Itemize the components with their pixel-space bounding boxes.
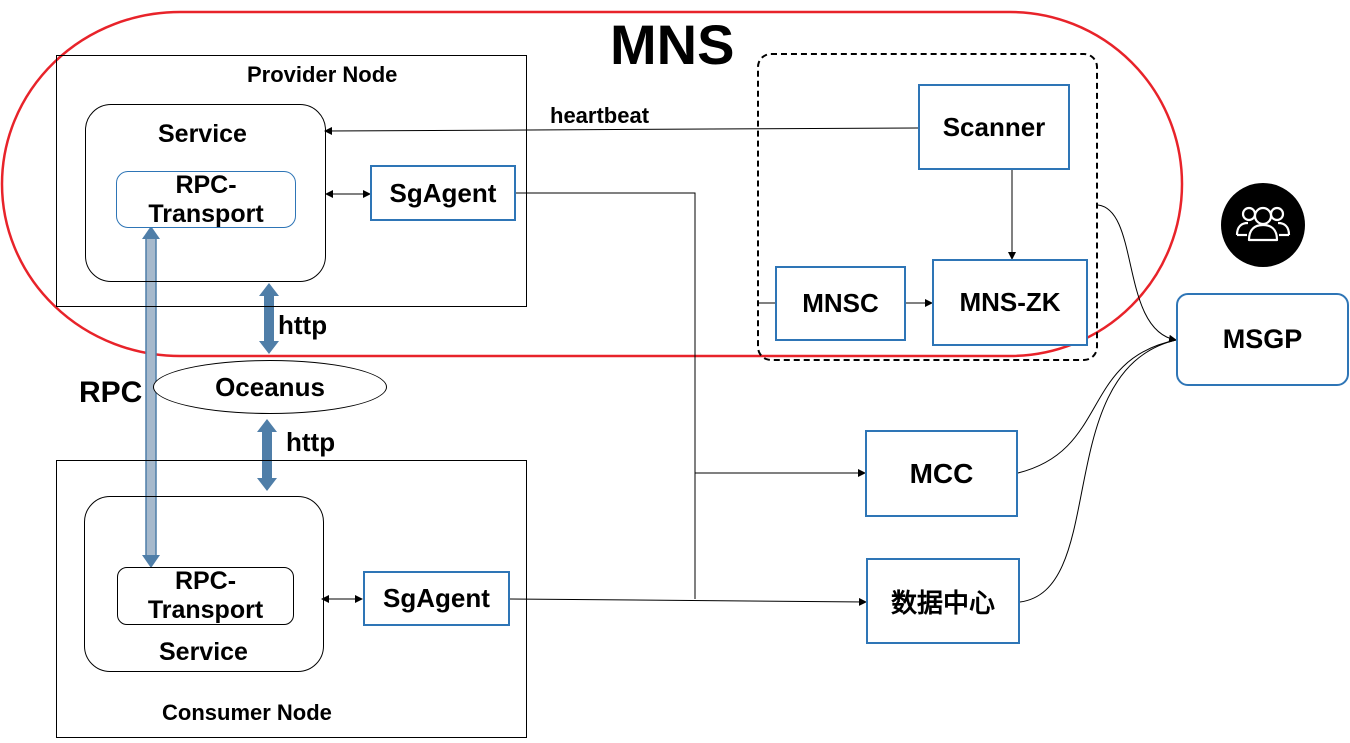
msgp-box: MSGP <box>1176 293 1349 386</box>
mcc-box: MCC <box>865 430 1018 517</box>
consumer-node <box>56 460 527 738</box>
provider-node-label: Provider Node <box>247 62 398 87</box>
http-bottom-thick-arrow <box>257 419 277 491</box>
consumer-node-label: Consumer Node <box>162 700 332 725</box>
sgagent-to-datacenter-line <box>509 597 867 606</box>
rpc-thick-arrow <box>142 226 160 568</box>
sgagent-to-mcc-line <box>516 192 866 477</box>
mns-to-msgp-curve <box>1097 204 1177 343</box>
provider-rpc-transport: RPC- Transport <box>116 171 296 228</box>
provider-service <box>85 104 326 282</box>
http-bottom-label: http <box>286 427 336 457</box>
provider-sgagent: SgAgent <box>370 165 516 221</box>
scanner-box: Scanner <box>918 84 1070 170</box>
mnsc-box: MNSC <box>775 266 906 341</box>
consumer-service-label: Service <box>159 638 248 666</box>
consumer-sgagent: SgAgent <box>363 571 510 626</box>
provider-node <box>56 55 527 307</box>
users-group-icon <box>1221 183 1305 267</box>
rpc-label: RPC <box>79 376 143 409</box>
http-top-thick-arrow <box>259 283 279 354</box>
mns-zk-box: MNS-ZK <box>932 259 1088 346</box>
consumer-rpc-transport: RPC- Transport <box>117 567 294 625</box>
provider-service-label: Service <box>158 120 247 148</box>
mns-title: MNS <box>610 13 735 76</box>
consumer-service <box>84 496 324 672</box>
heartbeat-label: heartbeat <box>550 103 650 128</box>
oceanus: Oceanus <box>153 360 387 414</box>
mns-boundary <box>0 10 1184 358</box>
datacenter-to-msgp-curve <box>1019 339 1177 603</box>
http-top-label: http <box>278 310 328 340</box>
data-center-box: 数据中心 <box>866 558 1020 644</box>
heartbeat-arrow <box>324 126 919 135</box>
mns-internal-region <box>757 53 1098 361</box>
mcc-to-msgp-curve <box>1017 339 1177 474</box>
